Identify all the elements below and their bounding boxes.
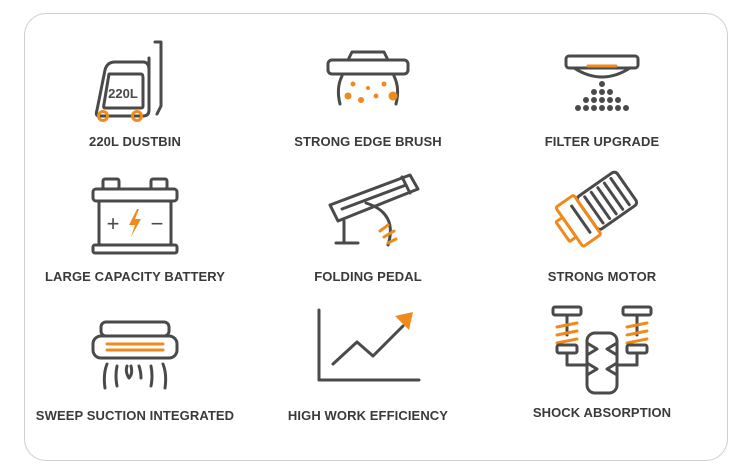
feature-pedal: FOLDING PEDAL [248, 173, 488, 284]
feature-filter: FILTER UPGRADE [482, 36, 722, 149]
feature-label: HIGH WORK EFFICIENCY [287, 408, 449, 423]
battery-plus-text: + [107, 211, 120, 236]
pedal-icon [328, 173, 420, 247]
battery-icon: + − [91, 177, 179, 255]
feature-sweep-suction: SWEEP SUCTION INTEGRATED [15, 318, 255, 423]
efficiency-chart-icon [317, 308, 421, 382]
features-card [24, 13, 728, 461]
feature-battery: + − LARGE CAPACITY BATTERY [15, 173, 255, 284]
sweep-suction-icon [91, 320, 179, 390]
feature-label: STRONG EDGE BRUSH [294, 134, 442, 149]
feature-label: FOLDING PEDAL [314, 269, 422, 284]
dustbin-capacity-text: 220L [108, 86, 138, 101]
feature-label: SWEEP SUCTION INTEGRATED [35, 408, 235, 423]
dustbin-icon: 220L [94, 40, 163, 122]
feature-motor: STRONG MOTOR [482, 170, 722, 284]
shock-absorber-icon [551, 305, 653, 395]
motor-icon [554, 170, 639, 248]
filter-icon [564, 54, 640, 111]
feature-edge-brush: STRONG EDGE BRUSH [248, 36, 488, 149]
feature-efficiency: HIGH WORK EFFICIENCY [248, 308, 488, 423]
feature-label: LARGE CAPACITY BATTERY [44, 269, 226, 284]
feature-label: SHOCK ABSORPTION [532, 405, 672, 420]
edge-brush-icon [326, 50, 410, 106]
feature-label: STRONG MOTOR [547, 269, 657, 284]
battery-minus-text: − [151, 211, 164, 236]
feature-dustbin: 220L 220L DUSTBIN [15, 36, 255, 149]
feature-shock: SHOCK ABSORPTION [482, 305, 722, 420]
feature-label: FILTER UPGRADE [544, 134, 660, 149]
feature-label: 220L DUSTBIN [89, 134, 181, 149]
